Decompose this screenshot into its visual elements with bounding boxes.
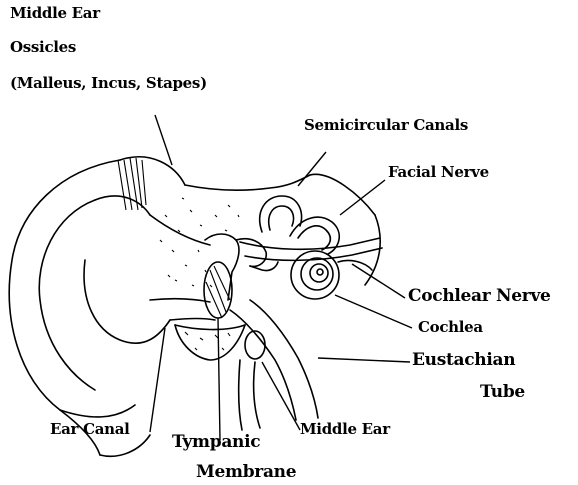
cochlea-shape — [291, 251, 372, 299]
label-eustachian-line2: Tube — [480, 382, 525, 402]
label-cochlea: Cochlea — [418, 318, 483, 336]
label-ossicles-title: Middle Ear — [10, 4, 100, 22]
label-ear-canal: Ear Canal — [50, 420, 130, 438]
label-ossicles-line2: Ossicles — [10, 38, 76, 56]
label-cochlear-nerve: Cochlear Nerve — [408, 286, 551, 306]
eustachian-tube-shape — [175, 300, 318, 430]
label-tympanic-line2: Membrane — [196, 462, 296, 482]
outer-ear-pinna — [9, 157, 185, 456]
label-semicircular-canals: Semicircular Canals — [304, 116, 468, 134]
label-middle-ear: Middle Ear — [300, 420, 390, 438]
label-ossicles-line3: (Malleus, Incus, Stapes) — [10, 74, 207, 92]
leader-lines — [150, 115, 412, 440]
label-facial-nerve: Facial Nerve — [388, 163, 489, 181]
label-tympanic-line1: Tympanic — [172, 432, 260, 452]
label-eustachian-line1: Eustachian — [412, 350, 515, 370]
